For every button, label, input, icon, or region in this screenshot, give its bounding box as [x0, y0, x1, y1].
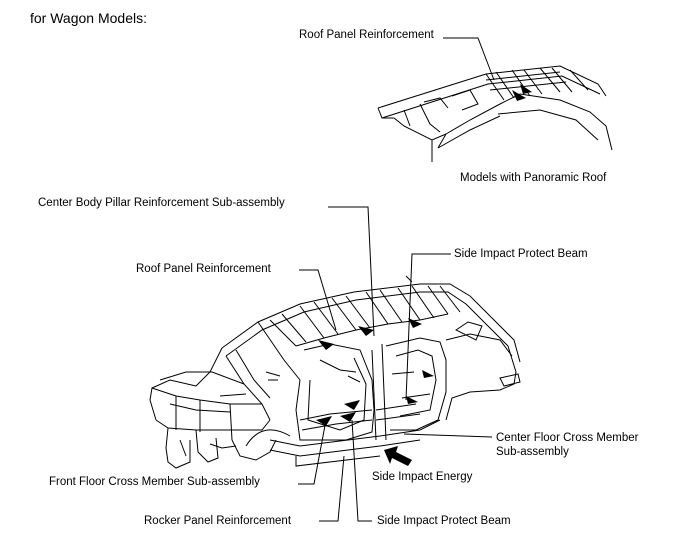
leader-front-floor	[298, 419, 327, 485]
center-pillar-label: Center Body Pillar Reinforcement Sub-ass…	[38, 197, 285, 209]
leader-side-beam-top	[405, 253, 451, 401]
leader-side-beam-bottom	[351, 419, 372, 522]
rocker-label: Rocker Panel Reinforcement	[144, 515, 292, 527]
side-beam-top-label: Side Impact Protect Beam	[454, 248, 588, 260]
roof-panel-label: Roof Panel Reinforcement	[136, 263, 271, 275]
leader-roof-panel	[299, 269, 337, 331]
leader-center-floor	[403, 433, 493, 438]
leader-center-pillar	[328, 206, 375, 337]
center-floor-label-1: Center Floor Cross Member	[496, 432, 639, 444]
inset-caption: Models with Panoramic Roof	[460, 172, 607, 184]
center-floor-label-2: Sub-assembly	[496, 446, 569, 458]
main-body-drawing	[149, 275, 521, 469]
inset-roof-panel-label: Roof Panel Reinforcement	[299, 29, 434, 41]
inset-roof-arrows	[512, 84, 532, 101]
leader-rocker	[319, 455, 345, 522]
leader-inset-roof	[443, 37, 495, 81]
header-title: for Wagon Models:	[30, 10, 147, 26]
side-impact-energy-label: Side Impact Energy	[372, 471, 473, 483]
side-impact-energy-arrow	[384, 446, 412, 466]
front-floor-label: Front Floor Cross Member Sub-assembly	[49, 476, 260, 488]
side-beam-bottom-label: Side Impact Protect Beam	[377, 515, 511, 527]
main-body-arrows	[316, 318, 434, 426]
inset-roof-drawing	[377, 65, 613, 162]
